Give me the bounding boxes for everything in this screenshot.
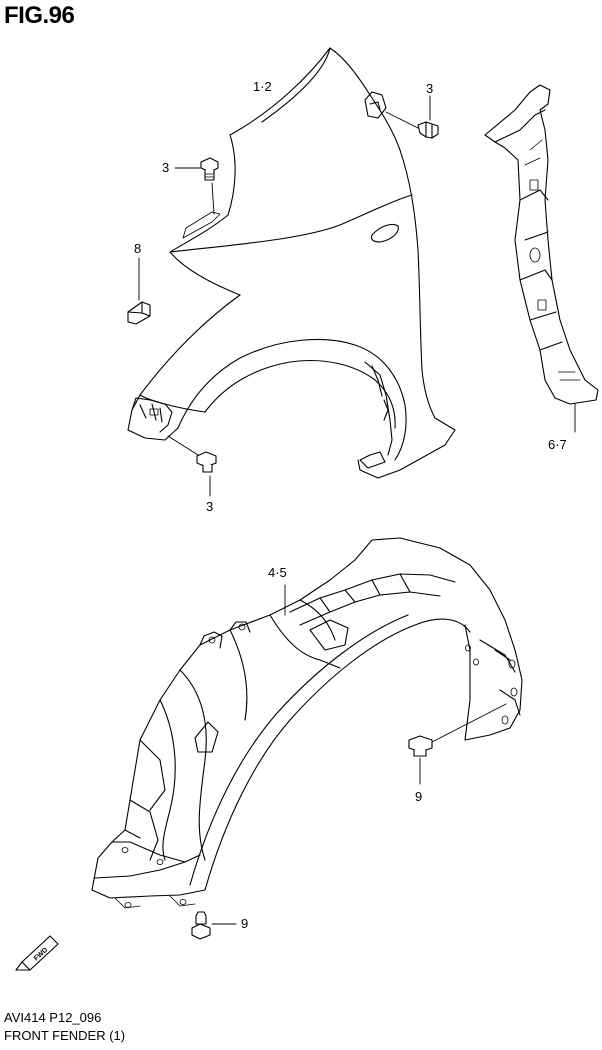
callout-clip-right: 9 <box>415 789 423 804</box>
callout-clip-bottom: 9 <box>241 916 249 931</box>
callout-fender: 1·2 <box>253 79 272 94</box>
callout-cover: 8 <box>134 241 142 256</box>
cover-icon <box>127 257 151 325</box>
fender-bracket <box>484 84 599 433</box>
clip-bottom-icon <box>191 911 237 940</box>
bolt-top-right-icon <box>385 95 439 139</box>
figure-caption: FRONT FENDER (1) <box>4 1028 126 1043</box>
callout-bolt-top-right: 3 <box>426 81 434 96</box>
fender-panel <box>127 47 456 479</box>
figure-code: AVI414 P12_096 <box>4 1010 102 1025</box>
fender-liner <box>91 537 523 909</box>
fwd-arrow-icon: FWD <box>15 935 59 971</box>
bolt-bottom-icon <box>167 435 217 497</box>
figure-title: FIG.96 <box>4 2 75 29</box>
callout-liner: 4·5 <box>268 565 287 580</box>
callout-bolt-bottom: 3 <box>206 499 214 514</box>
bolt-left-icon <box>174 157 219 215</box>
callout-bolt-left: 3 <box>162 160 170 175</box>
clip-right-icon <box>408 703 507 785</box>
callout-bracket: 6·7 <box>548 437 567 452</box>
